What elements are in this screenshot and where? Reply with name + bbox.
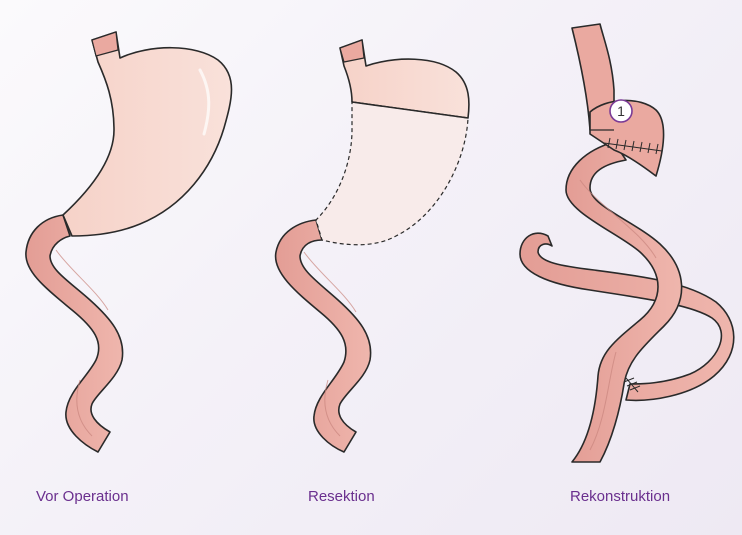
stage-before-operation [26, 32, 232, 452]
intestine-resection [276, 220, 371, 452]
stage-reconstruction: 1 [520, 24, 734, 462]
intestine-descending [566, 142, 682, 462]
caption-resection: Resektion [308, 488, 375, 506]
stage-resection [276, 40, 469, 452]
caption-before-operation: Vor Operation [36, 488, 129, 506]
caption-reconstruction: Rekonstruktion [570, 488, 670, 506]
intestine-before [26, 215, 123, 452]
stomach-intact [63, 32, 232, 236]
resected-stomach-area [316, 102, 468, 245]
marker-label: 1 [617, 103, 625, 119]
